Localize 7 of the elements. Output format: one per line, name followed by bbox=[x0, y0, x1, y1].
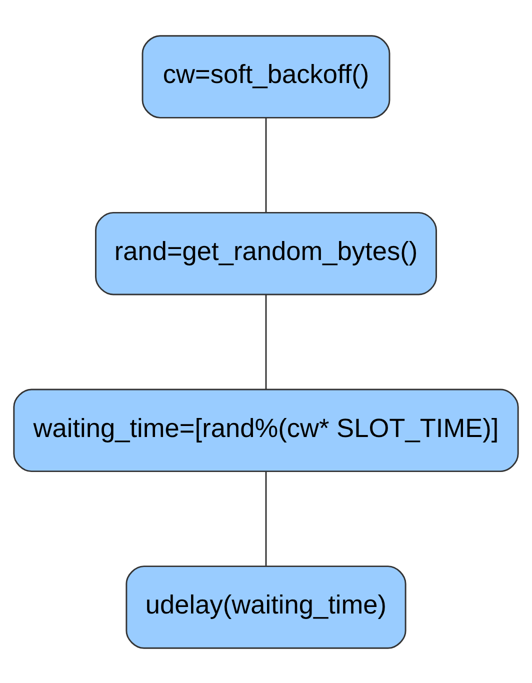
connector bbox=[265, 470, 267, 566]
node-box: waiting_time=[rand%(cw* SLOT_TIME)] bbox=[13, 388, 519, 472]
node-box: rand=get_random_bytes() bbox=[95, 211, 437, 295]
connector bbox=[265, 117, 267, 212]
node-box: cw=soft_backoff() bbox=[142, 34, 390, 118]
node-box: udelay(waiting_time) bbox=[126, 565, 406, 648]
connector bbox=[265, 294, 267, 389]
